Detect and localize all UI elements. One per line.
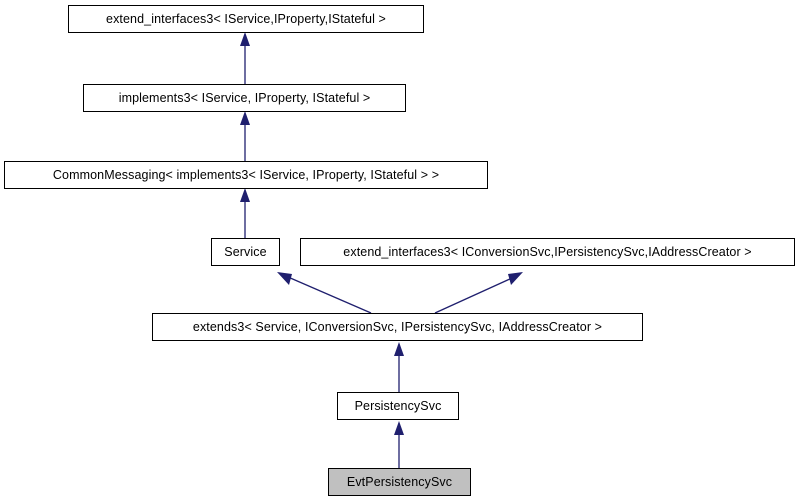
edge-extends3-to-service xyxy=(277,272,372,314)
node-label: PersistencySvc xyxy=(354,398,442,413)
node-label: CommonMessaging< implements3< IService, … xyxy=(52,167,440,182)
node-extend-interfaces3-iservice[interactable]: extend_interfaces3< IService,IProperty,I… xyxy=(68,5,424,33)
edge-evtpersistencysvc-to-persistencysvc xyxy=(394,421,404,468)
node-commonmessaging[interactable]: CommonMessaging< implements3< IService, … xyxy=(4,161,488,189)
node-implements3-iservice[interactable]: implements3< IService, IProperty, IState… xyxy=(83,84,406,112)
node-label: extend_interfaces3< IConversionSvc,IPers… xyxy=(343,244,752,259)
edge-implements3-to-extend-interfaces3 xyxy=(240,32,250,84)
node-label: Service xyxy=(224,244,267,259)
node-label: EvtPersistencySvc xyxy=(346,474,453,489)
node-label: implements3< IService, IProperty, IState… xyxy=(118,90,371,105)
node-persistencysvc[interactable]: PersistencySvc xyxy=(337,392,459,420)
node-extends3-service[interactable]: extends3< Service, IConversionSvc, IPers… xyxy=(152,313,643,341)
edge-persistencysvc-to-extends3 xyxy=(394,342,404,392)
edge-extends3-to-extend-interfaces3-conversion xyxy=(434,272,523,314)
node-extend-interfaces3-iconversionsvc[interactable]: extend_interfaces3< IConversionSvc,IPers… xyxy=(300,238,795,266)
node-service[interactable]: Service xyxy=(211,238,280,266)
node-evtpersistencysvc[interactable]: EvtPersistencySvc xyxy=(328,468,471,496)
edge-commonmessaging-to-implements3 xyxy=(240,111,250,161)
node-label: extends3< Service, IConversionSvc, IPers… xyxy=(192,319,603,334)
edge-service-to-commonmessaging xyxy=(240,188,250,238)
node-label: extend_interfaces3< IService,IProperty,I… xyxy=(106,11,386,26)
